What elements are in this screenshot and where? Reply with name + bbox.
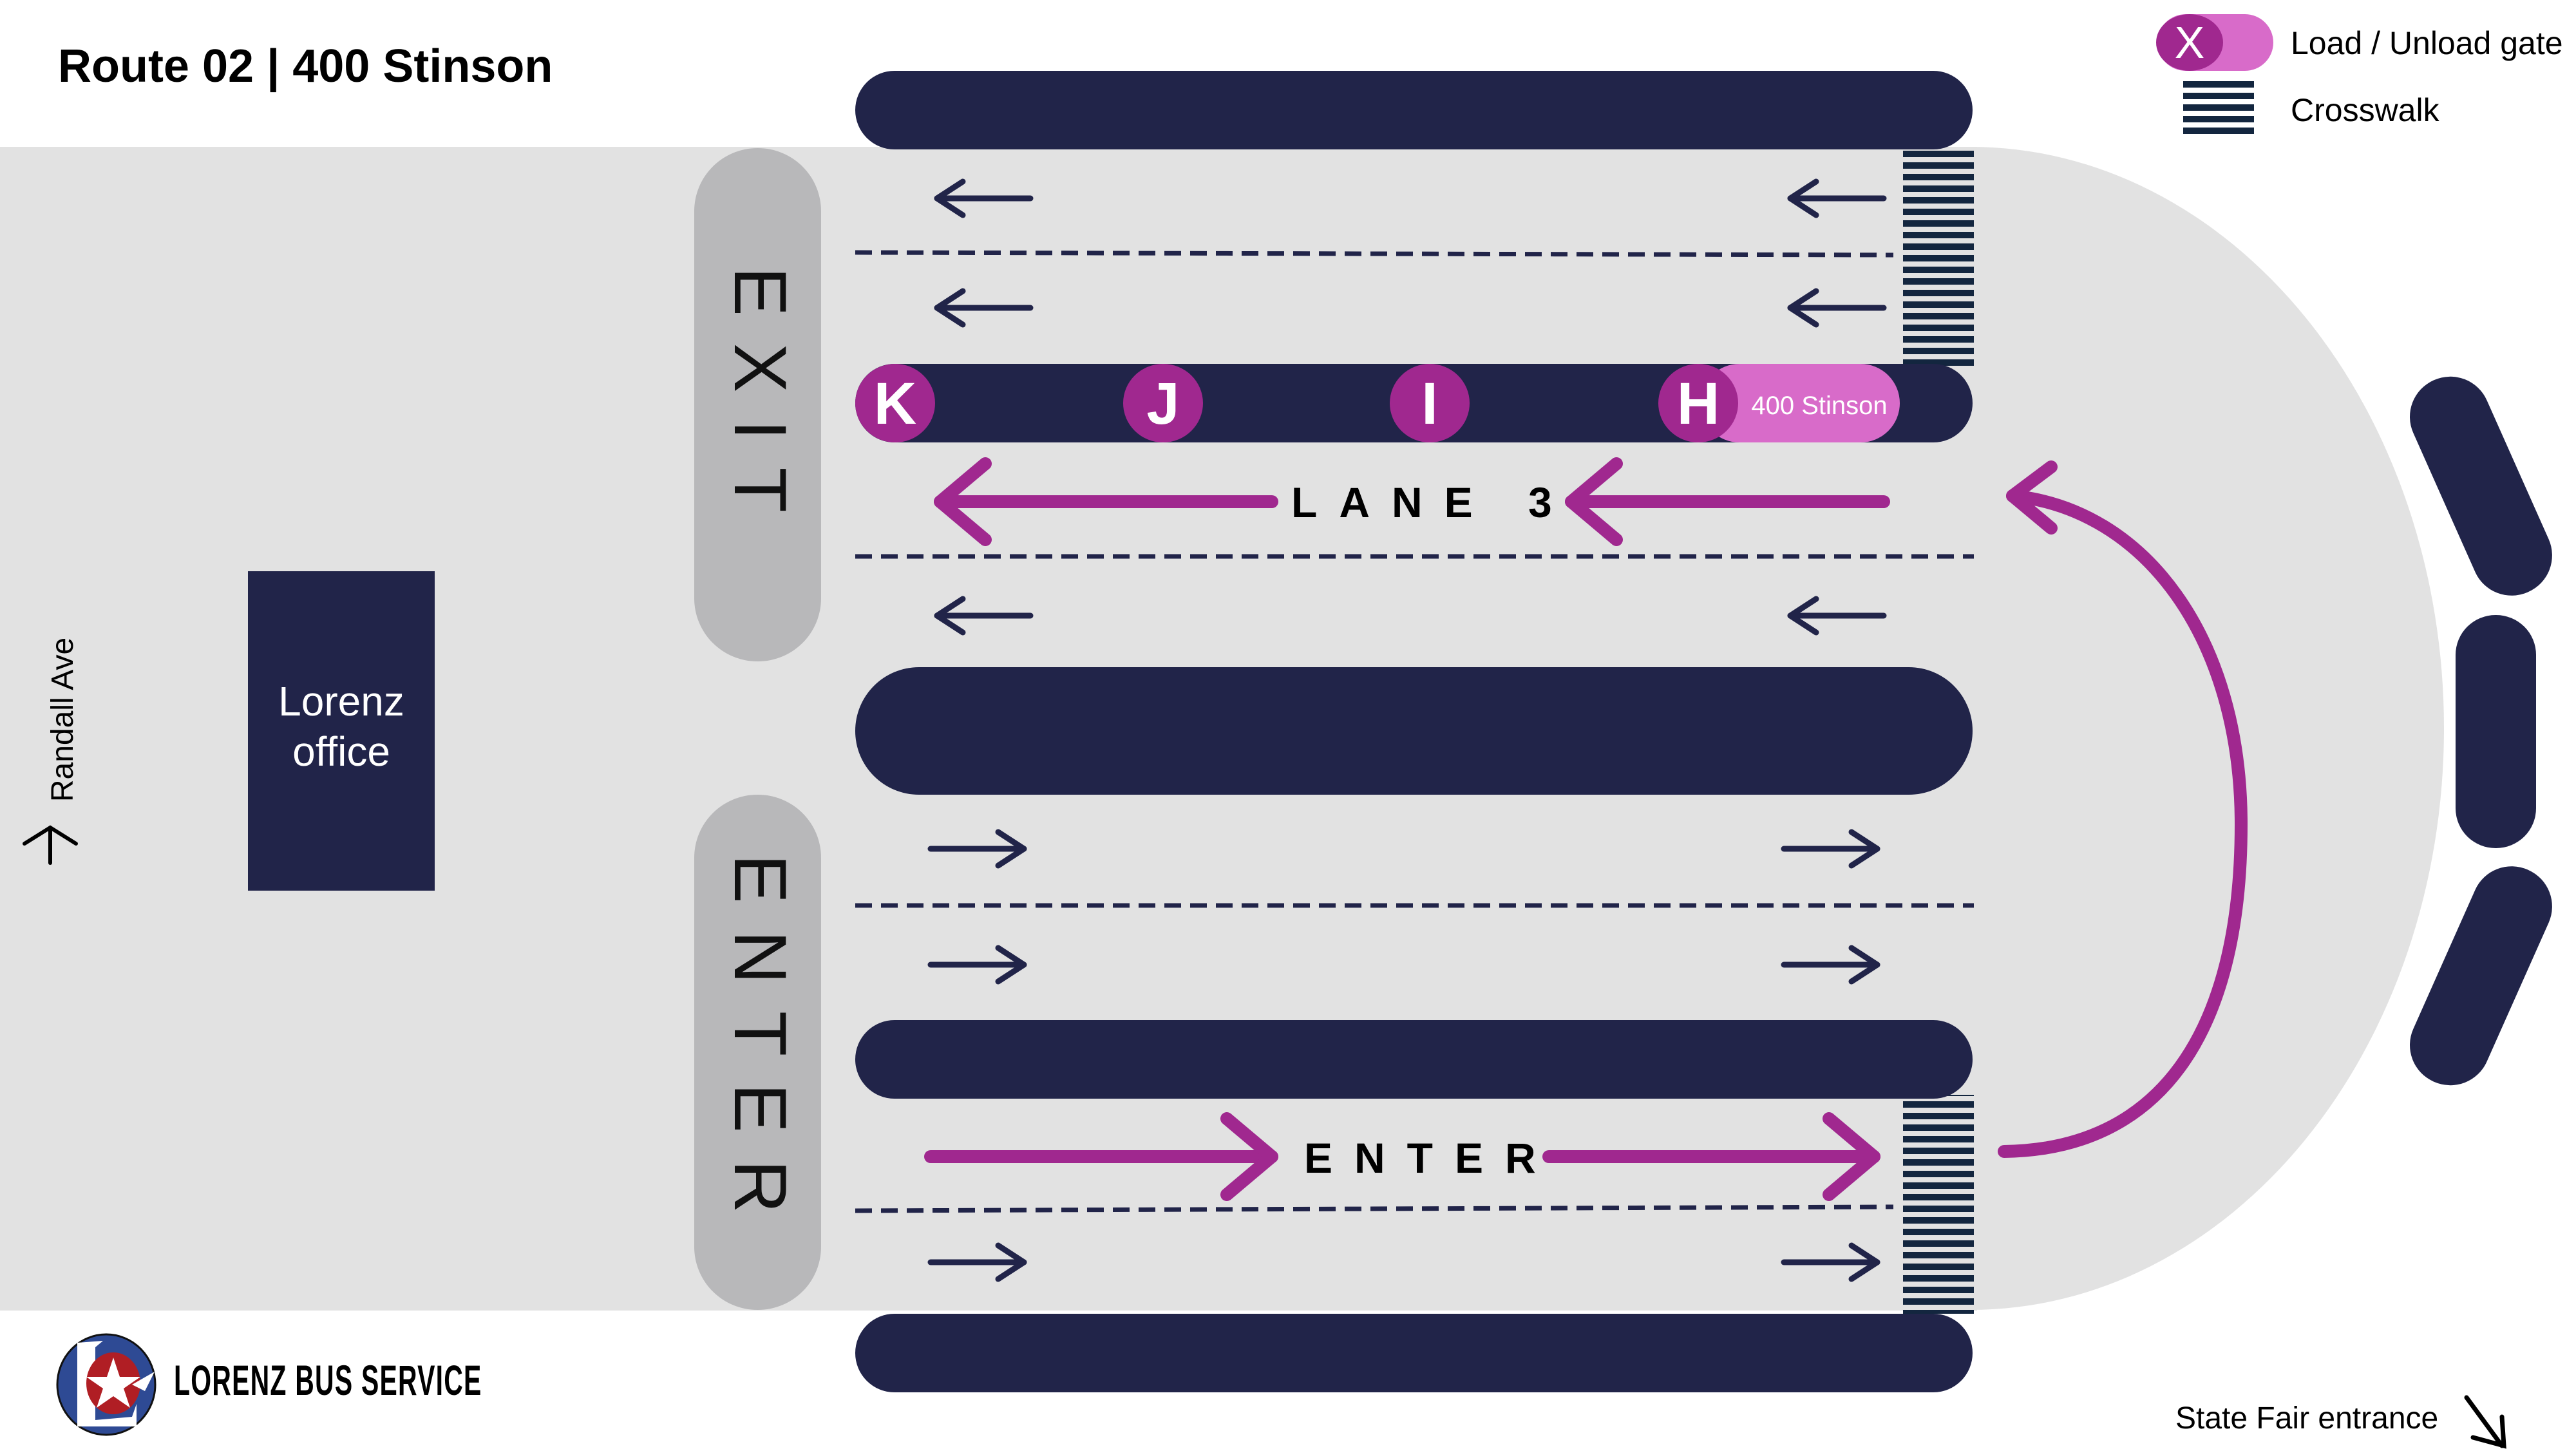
gate-h[interactable]	[1658, 364, 1738, 442]
bus-bay-east	[2456, 615, 2536, 848]
route-arrow-turnaround	[1998, 460, 2248, 1158]
lorenz-office-building	[248, 571, 435, 891]
legend-crosswalk-icon	[2183, 80, 2254, 137]
gate-i[interactable]	[1390, 364, 1470, 442]
arrow-right-icon	[927, 829, 1027, 869]
arrow-right-icon	[1781, 1242, 1880, 1282]
enter-label: ENTER	[719, 854, 801, 1240]
gate-k-letter: K	[874, 371, 916, 437]
gate-h-letter: H	[1677, 371, 1719, 437]
arrow-left-icon	[934, 596, 1034, 636]
lane-3-label: LANE 3	[1291, 478, 1574, 526]
randall-ave-label: Randall Ave	[46, 637, 80, 802]
gate-h-highlight	[1700, 364, 1900, 442]
arrow-left-icon	[1787, 288, 1887, 328]
bus-bay-northeast	[2410, 376, 2552, 596]
arrow-left-icon	[934, 178, 1034, 218]
legend-gate-label: Load / Unload gate	[2291, 25, 2563, 61]
route-arrow-lane3-east	[1565, 457, 1890, 546]
legend-gate-symbol: X	[2175, 17, 2205, 68]
brand-name: LORENZ BUS SERVICE	[174, 1356, 482, 1404]
enter-pill	[694, 795, 821, 1310]
arrow-right-icon	[927, 945, 1027, 985]
arrow-up-icon	[23, 825, 78, 865]
exit-pill	[694, 148, 821, 661]
gate-i-letter: I	[1421, 371, 1438, 437]
arrow-left-icon	[1787, 596, 1887, 636]
arrow-left-icon	[934, 288, 1034, 328]
route-arrow-lane3-west	[934, 457, 1278, 546]
gate-j[interactable]	[1123, 364, 1203, 442]
route-arrow-enter-east	[1542, 1112, 1880, 1201]
exit-label: EXIT	[719, 267, 801, 540]
island-5	[855, 1314, 1973, 1392]
gate-j-letter: J	[1146, 371, 1179, 437]
route-arrow-enter-west	[924, 1112, 1278, 1201]
page-title: Route 02 | 400 Stinson	[58, 41, 553, 92]
legend-crosswalk-label: Crosswalk	[2291, 92, 2439, 128]
bus-bay-southeast	[2410, 866, 2552, 1086]
gate-k[interactable]	[855, 364, 935, 442]
island-1	[855, 71, 1973, 149]
island-4	[855, 1020, 1973, 1099]
lane-divider	[855, 250, 1894, 258]
crosswalk-north	[1903, 147, 1974, 366]
lane-divider	[855, 1204, 1894, 1213]
lorenz-office-label: Lorenz office	[248, 676, 435, 777]
legend-gate-icon	[2156, 14, 2273, 71]
arrow-right-icon	[1781, 829, 1880, 869]
office-line-2: office	[292, 728, 390, 775]
island-3	[855, 667, 1973, 795]
crosswalk-south	[1903, 1095, 1974, 1314]
state-fair-entrance-label: State Fair entrance	[2175, 1401, 2439, 1435]
gate-h-label: 400 Stinson	[1751, 392, 1887, 420]
arrow-southeast-icon	[2464, 1395, 2506, 1449]
office-line-1: Lorenz	[278, 678, 404, 724]
arrow-right-icon	[1781, 945, 1880, 985]
arrow-right-icon	[927, 1242, 1027, 1282]
arrow-left-icon	[1787, 178, 1887, 218]
enter-lane-label: ENTER	[1304, 1134, 1558, 1182]
lorenz-logo	[56, 1333, 156, 1436]
